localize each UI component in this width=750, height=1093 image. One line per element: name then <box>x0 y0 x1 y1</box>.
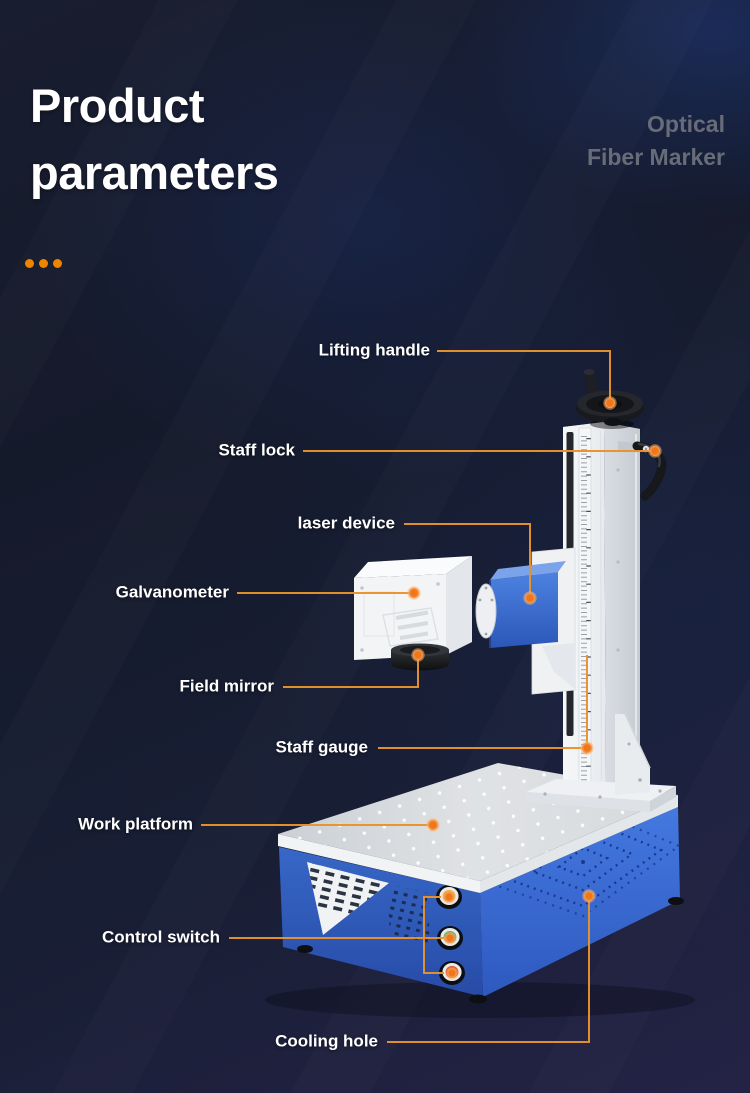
callout-line-cooling-hole <box>387 899 590 1043</box>
callout-label-field-mirror: Field mirror <box>179 676 274 696</box>
callout-dot-control-switch-red <box>445 966 459 980</box>
callout-label-lifting-handle: Lifting handle <box>318 340 430 360</box>
callout-dot-staff-gauge <box>580 741 594 755</box>
column <box>563 422 640 793</box>
accent-dots <box>25 259 62 268</box>
column-gusset <box>615 713 651 795</box>
staff-ruler <box>578 427 592 789</box>
callout-dot-galvanometer <box>407 586 421 600</box>
galvanometer-head <box>354 556 472 660</box>
callout-label-laser-device: laser device <box>297 513 395 533</box>
machine-foot <box>469 994 487 1004</box>
page-title-line1: Product <box>30 79 205 132</box>
callout-label-work-platform: Work platform <box>78 814 193 834</box>
callout-label-staff-lock: Staff lock <box>218 440 295 460</box>
accent-dot <box>25 259 34 268</box>
page-subtitle-line1: Optical <box>647 111 725 137</box>
callout-dot-laser-device <box>523 591 537 605</box>
callout-line-control-switch-branch <box>423 896 444 974</box>
page-subtitle: Optical Fiber Marker <box>587 108 725 174</box>
callout-dot-control-switch-amber <box>442 890 456 904</box>
arm-flange <box>475 583 497 639</box>
callout-line-lifting-handle <box>437 350 611 400</box>
callout-dot-work-platform <box>426 818 440 832</box>
machine-foot <box>668 897 684 905</box>
accent-dot <box>39 259 48 268</box>
callout-label-cooling-hole: Cooling hole <box>275 1031 378 1051</box>
callout-lines <box>201 350 652 1043</box>
base-right-face <box>480 807 680 997</box>
page-subtitle-line2: Fiber Marker <box>586 144 725 170</box>
callout-label-staff-gauge: Staff gauge <box>275 737 368 757</box>
callout-dot-control-switch-green <box>443 931 457 945</box>
callout-line-field-mirror <box>283 658 419 688</box>
callout-dot-field-mirror <box>411 648 425 662</box>
callout-dot-lifting-handle <box>603 396 617 410</box>
callout-label-galvanometer: Galvanometer <box>115 582 229 602</box>
callout-dot-staff-lock <box>648 444 662 458</box>
page-title: Product parameters <box>30 72 279 206</box>
callout-dots <box>407 396 662 980</box>
callout-dot-cooling-hole <box>582 889 596 903</box>
base-box <box>279 807 684 1004</box>
machine-foot <box>297 945 313 953</box>
column-right-face <box>604 422 640 788</box>
laser-arm <box>489 561 566 648</box>
accent-dot <box>53 259 62 268</box>
page-title-line2: parameters <box>30 146 279 199</box>
brand-logo <box>395 610 429 640</box>
arm-bracket <box>542 643 575 689</box>
callout-line-laser-device <box>404 523 531 595</box>
machine <box>265 369 695 1018</box>
callout-label-control-switch: Control switch <box>101 927 220 947</box>
